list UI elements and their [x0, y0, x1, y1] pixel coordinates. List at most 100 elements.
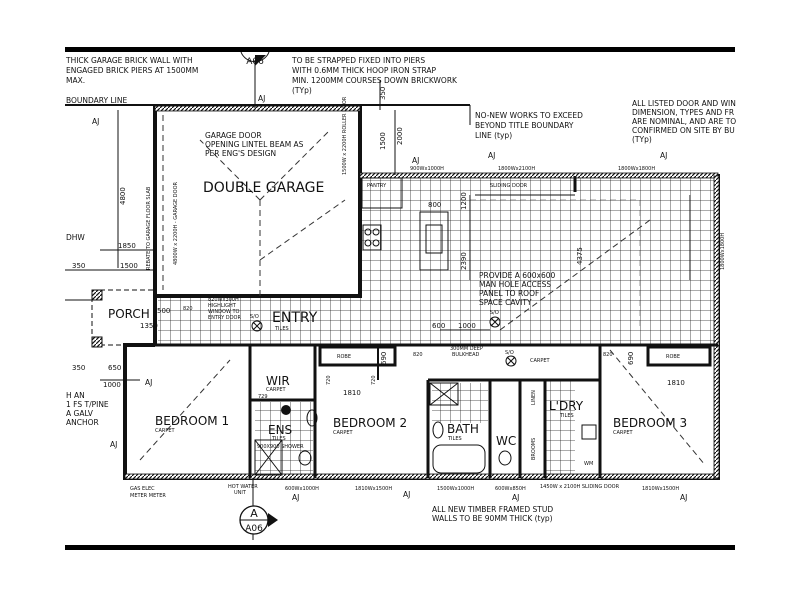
plan-text: ALL NEW TIMBER FRAMED STUD: [432, 505, 553, 514]
plan-text: SLIDING DOOR: [490, 183, 528, 189]
garage-brick-wall: [154, 105, 361, 112]
floor-waste-icon: [281, 405, 291, 415]
roof-line: [499, 219, 651, 331]
plan-text: 1800Wx2100H: [498, 166, 535, 172]
plan-text: A06: [245, 524, 263, 534]
smoke-detector-cross: [252, 321, 262, 331]
plan-text: BOUNDARY LINE: [66, 96, 127, 105]
plan-text: 900Wx1000H: [410, 166, 444, 172]
plan-text: LINEN: [531, 390, 537, 405]
plan-text: H AN: [66, 391, 85, 400]
plan-text: 650: [108, 364, 121, 372]
plan-text: A GALV: [66, 409, 94, 418]
plan-text: WC: [496, 434, 516, 448]
plan-text: 4800W x 2200H - GARAGE DOOR: [173, 181, 179, 265]
plan-text: BEDROOM 3: [613, 416, 687, 430]
plan-text: AJ: [680, 493, 687, 502]
plan-text: 1800Wx1800H: [618, 166, 655, 172]
plan-text: S/O: [250, 314, 259, 320]
dimension-labels: 4800 1850 1500 350 350 650 1000 1350 500…: [72, 87, 685, 400]
plan-text: 1810: [667, 379, 685, 387]
plan-text: 1800Wx1800H: [720, 233, 726, 270]
plan-text: DIMENSION, TYPES AND FR: [632, 108, 734, 117]
plan-text: 1810: [343, 389, 361, 397]
plan-text: AJ: [145, 378, 152, 387]
plan-text: 1850: [118, 242, 136, 250]
shower-cross: [429, 382, 459, 406]
interior-walls: [248, 345, 712, 478]
plan-text: ENGAGED BRICK PIERS AT 1500MM: [66, 66, 198, 75]
plan-text: ENTRY: [272, 310, 318, 326]
plan-text: 1500: [379, 132, 387, 150]
plan-text: WITH 0.6MM THICK HOOP IRON STRAP: [292, 66, 437, 75]
pantry: [361, 177, 403, 209]
brick-wall-right: [713, 175, 720, 479]
plan-text: (TYp): [632, 135, 652, 144]
plan-text: PANEL TO ROOF: [479, 289, 539, 298]
window-labels: 900Wx1000H 1800Wx2100H 1800Wx1800H 600Wx…: [285, 166, 726, 492]
cooktop: [362, 224, 382, 251]
plan-text: AJ: [403, 490, 410, 499]
plan-text: MAX.: [66, 76, 85, 85]
plan-text: CONFIRMED ON SITE BY BU: [632, 126, 735, 135]
bathtub: [432, 444, 486, 474]
plan-text: (TYp): [292, 86, 312, 95]
plan-text: WINDOW TO: [208, 309, 240, 315]
plan-text: CARPET: [530, 358, 551, 364]
plan-text: ANCHOR: [66, 418, 99, 427]
laundry-tiles: [545, 380, 575, 476]
plan-text: ENS: [268, 423, 292, 437]
plan-text: ROBE: [666, 354, 680, 360]
plan-text: TO BE STRAPPED FIXED INTO PIERS: [291, 56, 425, 65]
brick-wall-bottom: [124, 473, 719, 480]
plan-text: REBATE TO GARAGE FLOOR SLAB: [146, 186, 152, 270]
plan-text: DHW: [66, 233, 85, 242]
plan-text: 2000: [396, 127, 404, 145]
smoke-detector-cross: [490, 317, 500, 327]
section-marker-bottom: A A06: [239, 478, 278, 540]
porch-pier: [91, 289, 103, 301]
bottom-border: [65, 545, 735, 550]
plan-text: 1200: [460, 192, 468, 210]
plan-text: GARAGE DOOR: [205, 131, 262, 140]
basin-icon: [432, 421, 444, 439]
plan-text: 720: [371, 375, 377, 385]
plan-text: 1 FS T/PINE: [66, 400, 109, 409]
plan-text: 600Wx850H: [495, 486, 526, 492]
plan-text: MAN HOLE ACCESS: [479, 280, 551, 289]
plan-text: A06: [246, 57, 264, 67]
roof-line: [460, 199, 641, 330]
plan-text: 300MM DEEP: [450, 346, 483, 352]
plan-text: AJ: [110, 440, 117, 449]
plan-text: DOUBLE GARAGE: [203, 180, 324, 196]
plan-text: NO-NEW WORKS TO EXCEED: [475, 111, 583, 120]
plan-text: 690: [380, 352, 388, 365]
plan-text: ARE NOMINAL, AND ARE TO: [632, 117, 736, 126]
plan-text: 500: [157, 307, 170, 315]
plan-text: S/O: [505, 350, 514, 356]
plan-text: BULKHEAD: [452, 352, 479, 358]
plan-text: PORCH: [108, 307, 150, 321]
plan-text: PER ENG'S DESIGN: [205, 149, 276, 158]
plan-text: PROVIDE A 600x600: [479, 271, 556, 280]
plan-text: TILES: [274, 326, 289, 332]
dimension-lines: [65, 80, 490, 381]
plan-text: 600: [432, 322, 445, 330]
plan-text: L'DRY: [549, 399, 584, 413]
room-labels: DOUBLE GARAGE PORCH ENTRY PANTRY BEDROOM…: [108, 180, 687, 467]
plan-text: BEYOND TITLE BOUNDARY: [475, 121, 574, 130]
aj-tags: AJ AJ AJ AJ AJ AJ AJ AJ AJ AJ AJ: [92, 94, 687, 502]
plan-text: BEDROOM 1: [155, 414, 229, 428]
plan-text: METER METER: [130, 493, 166, 499]
plan-text: 820: [603, 352, 613, 358]
plan-text: HIGHLIGHT: [208, 303, 237, 309]
plan-text: 1810Wx1500H: [355, 486, 392, 492]
plan-text: WM: [584, 461, 593, 467]
bath-tiles: [432, 383, 488, 423]
plan-text: 2390: [460, 252, 468, 270]
plan-text: CARPET: [266, 387, 287, 393]
plan-text: AJ: [512, 493, 519, 502]
smoke-detector-icon: [489, 316, 501, 328]
smoke-detector-cross: [506, 356, 516, 366]
plan-text: 800: [428, 201, 441, 209]
